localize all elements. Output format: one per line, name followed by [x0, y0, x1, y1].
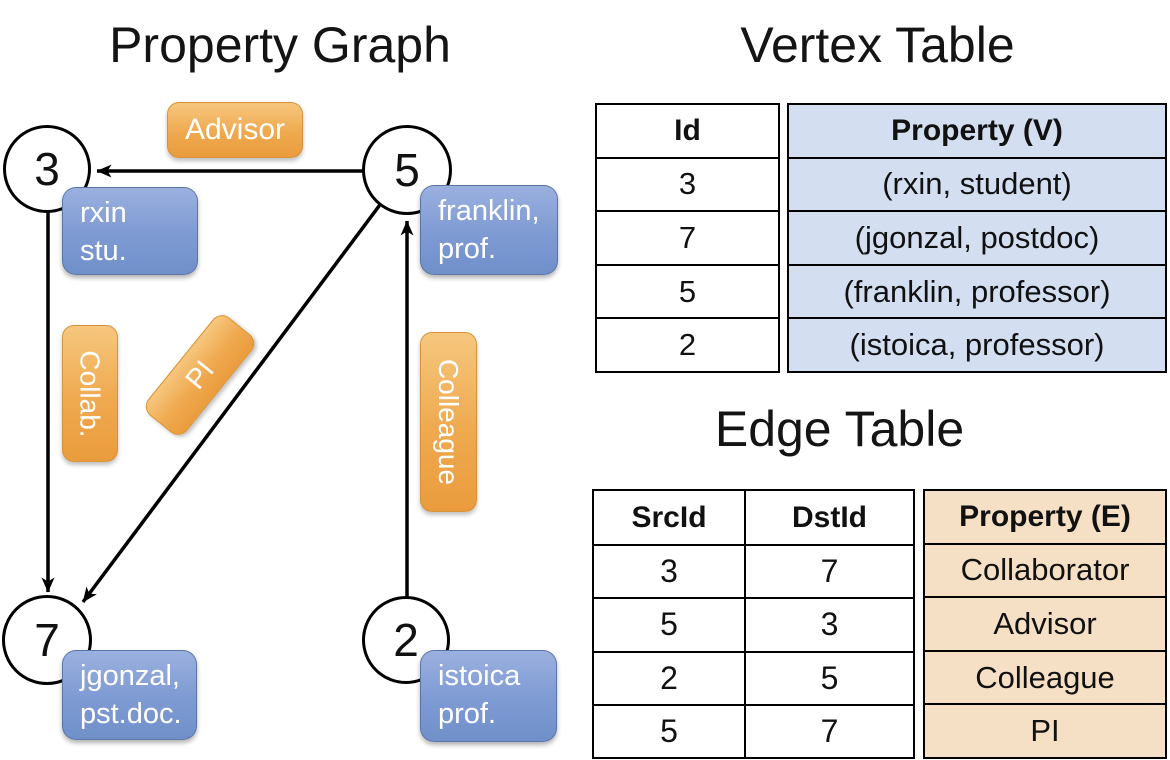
vertex-prop-5-line1: franklin, [438, 195, 540, 227]
node-3-id: 3 [34, 143, 60, 195]
edge-label-collab-text: Collab. [75, 349, 107, 438]
vertex-prop-box-7: jgonzal, pst.doc. [62, 650, 197, 740]
vertex-prop-box-3: rxin stu. [62, 187, 198, 275]
vertex-table-property-cell: (franklin, professor) [789, 263, 1165, 318]
vertex-table-id-cell: 2 [597, 317, 778, 371]
edge-table-src-cell: 5 [594, 703, 744, 757]
node-2-id: 2 [393, 614, 419, 666]
vertex-table-property-cell: (istoica, professor) [789, 317, 1165, 371]
vertex-table-id-column: Id 3 7 5 2 [595, 103, 780, 373]
edge-label-colleague-text: Colleague [433, 358, 465, 486]
edge-table-property-header: Property (E) [925, 491, 1165, 543]
node-5-id: 5 [394, 144, 420, 196]
edge-table-src-cell: 3 [594, 544, 744, 597]
vertex-table-title: Vertex Table [740, 17, 1015, 73]
graph-node-2: 2 [362, 596, 450, 684]
edge-label-advisor-text: Advisor [184, 113, 286, 146]
edge-table-dst-cell: 7 [744, 703, 913, 757]
edge-table-title: Edge Table [714, 401, 965, 457]
vertex-prop-7-line2: pst.doc. [80, 698, 182, 730]
vertex-table-id-cell: 7 [597, 210, 778, 264]
vertex-table-id-header: Id [674, 113, 701, 147]
edge-label-pi-text: PI [179, 354, 220, 395]
edge-table-dst-cell: 7 [744, 544, 913, 598]
edge-label-colleague: Colleague [420, 332, 477, 512]
edge-table-id-columns: SrcId DstId 3 7 5 3 2 5 5 7 [592, 489, 915, 759]
edge-table-property-column: Property (E) Collaborator Advisor Collea… [923, 489, 1167, 759]
vertex-prop-box-5: franklin, prof. [420, 185, 558, 275]
vertex-table-id-cell: 3 [597, 156, 778, 211]
vertex-prop-5-line2: prof. [438, 233, 497, 265]
edge-label-collab: Collab. [62, 325, 118, 462]
edge-table-src-cell: 5 [594, 597, 744, 650]
vertex-table-property-cell: (rxin, student) [789, 156, 1165, 211]
edge-5-to-7-pi [81, 176, 402, 604]
edge-table-src-header: SrcId [631, 500, 707, 534]
vertex-table-property-column: Property (V) (rxin, student) (jgonzal, p… [787, 103, 1167, 373]
edge-table-dst-cell: 3 [744, 597, 913, 651]
vertex-prop-2-line1: istoica [438, 660, 521, 692]
edge-table-dst-header: DstId [744, 491, 913, 545]
edge-table-dst-cell: 5 [744, 650, 913, 704]
edge-table-src-cell: 2 [594, 650, 744, 704]
property-graph-title: Property Graph [109, 17, 451, 73]
graph-node-5: 5 [362, 125, 452, 215]
vertex-table-property-header: Property (V) [789, 105, 1165, 157]
edge-table-property-cell: Collaborator [925, 542, 1165, 597]
node-7-id: 7 [34, 614, 60, 666]
edge-table-property-cell: Advisor [925, 596, 1165, 650]
edge-label-advisor: Advisor [167, 102, 303, 158]
edge-table-property-cell: PI [925, 703, 1165, 757]
vertex-table-id-cell: 5 [597, 263, 778, 318]
vertex-prop-3-line2: stu. [80, 235, 127, 267]
vertex-prop-7-line1: jgonzal, [80, 660, 180, 692]
vertex-prop-box-2: istoica prof. [420, 650, 557, 742]
edge-table-property-cell: Colleague [925, 649, 1165, 704]
vertex-prop-3-line1: rxin [80, 197, 127, 229]
graph-edges [41, 164, 414, 630]
vertex-prop-2-line2: prof. [438, 698, 497, 730]
vertex-table-property-cell: (jgonzal, postdoc) [789, 210, 1165, 264]
